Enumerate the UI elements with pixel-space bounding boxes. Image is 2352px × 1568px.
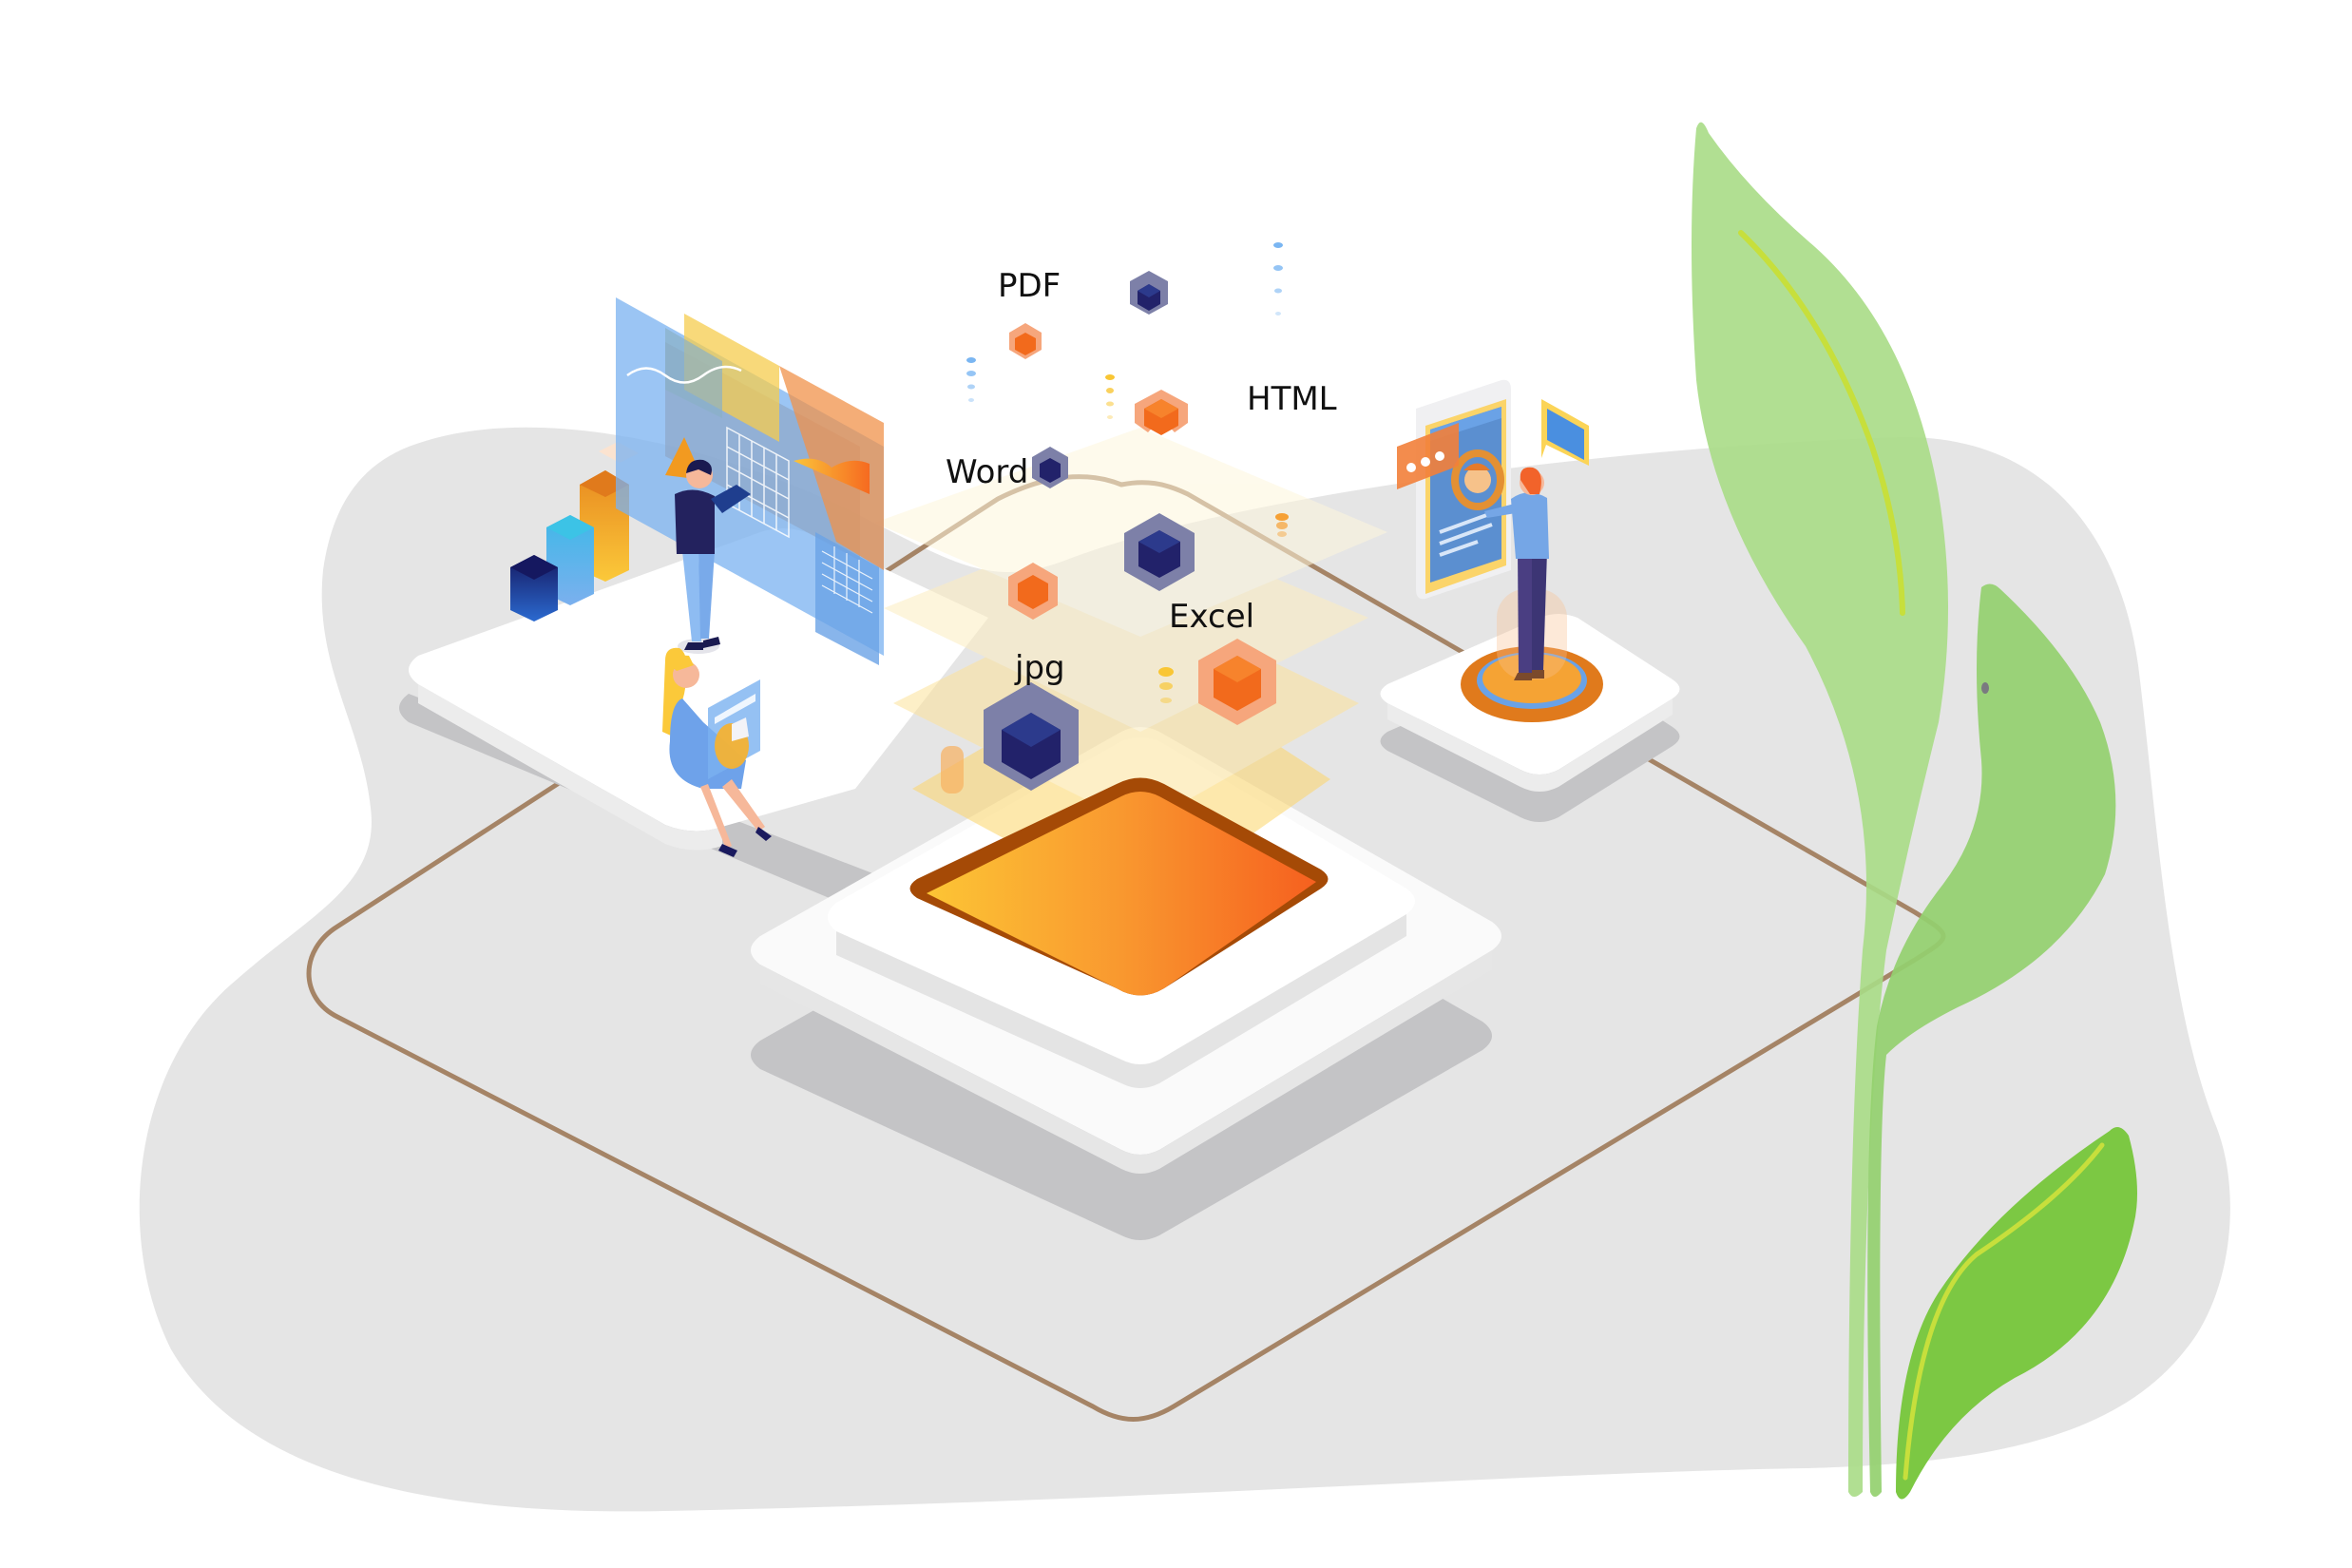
label-html: HTML [1247, 380, 1337, 418]
label-pdf: PDF [998, 267, 1061, 305]
floating-cubes [941, 271, 1276, 794]
orange-cube-mid [1008, 563, 1058, 620]
orange-cube-html [1135, 390, 1188, 435]
plant-leaves [1692, 122, 2137, 1500]
navy-cube-center [1124, 513, 1195, 591]
right-platform [1380, 589, 1680, 822]
conversion-core [909, 777, 1329, 996]
label-word: Word [946, 453, 1029, 491]
man-at-dashboard [675, 459, 751, 654]
woman-with-tablet [662, 647, 772, 857]
label-jpg: jpg [1015, 649, 1065, 687]
navy-cube-word [1032, 447, 1068, 488]
label-excel: Excel [1169, 598, 1255, 636]
phone-screen-with-man [1397, 379, 1589, 680]
navy-cube-pdf-right [1130, 271, 1168, 315]
orange-cube-excel [1198, 639, 1276, 725]
orange-cube-pdf [1009, 323, 1042, 359]
navy-cube-jpg [984, 682, 1079, 791]
